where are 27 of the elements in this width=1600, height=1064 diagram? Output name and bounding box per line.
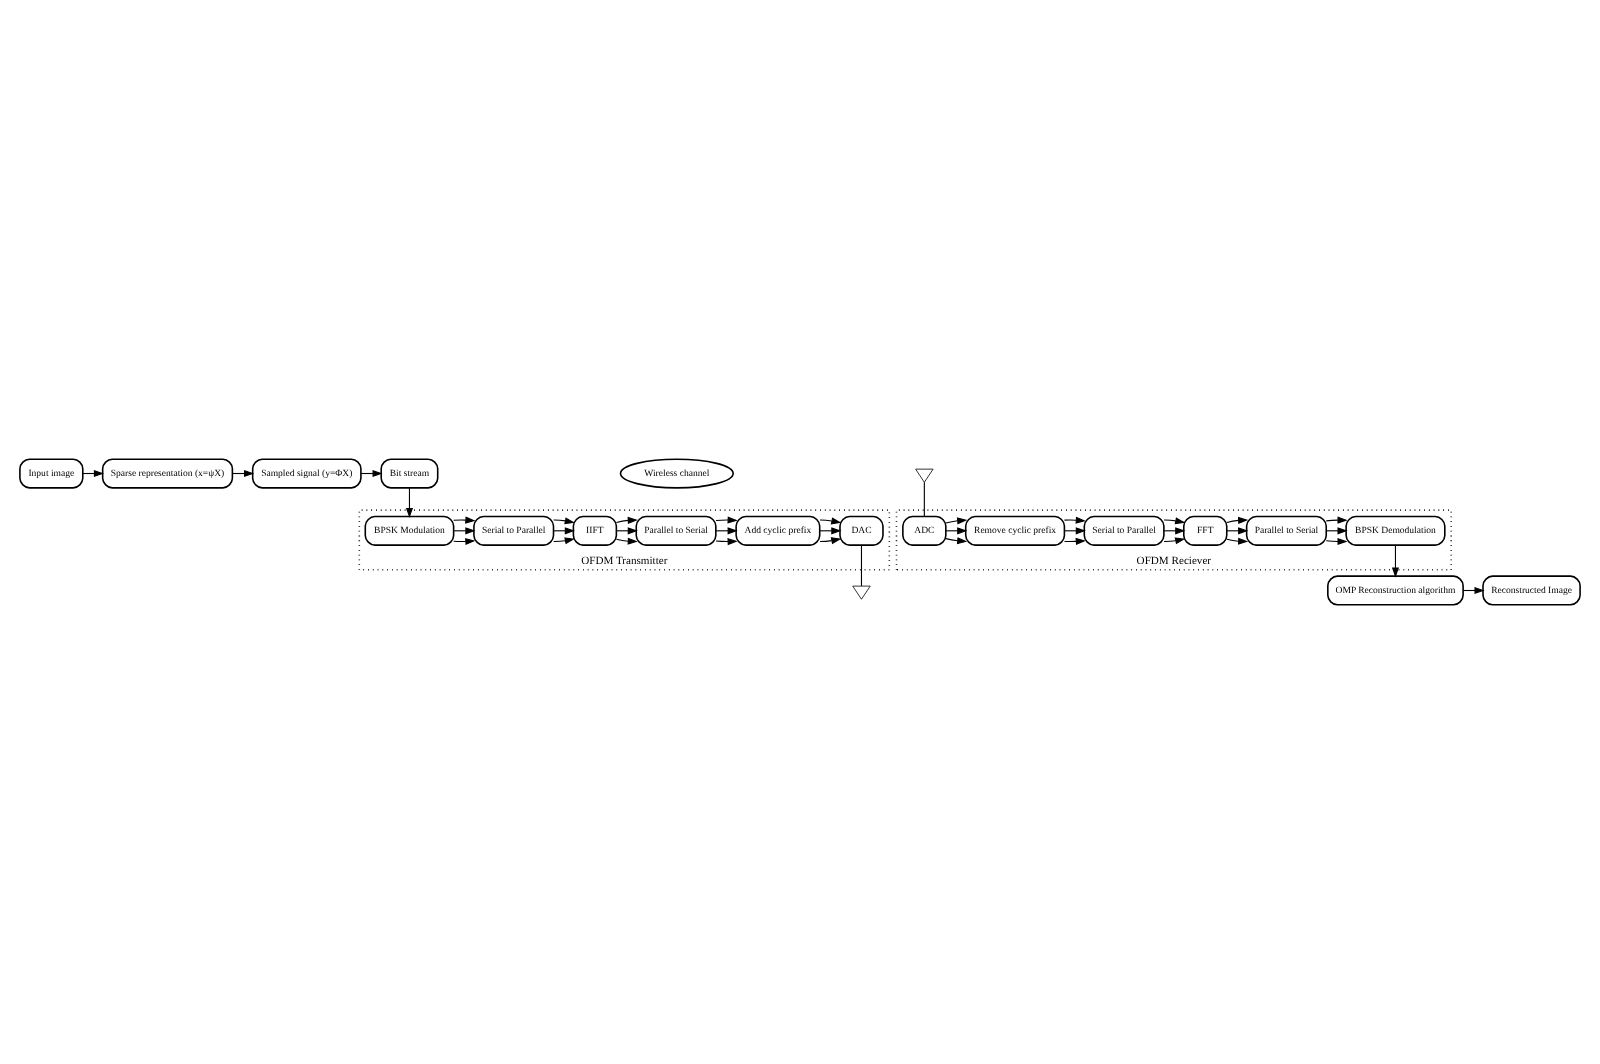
arrow	[1325, 516, 1348, 524]
arrow	[1391, 544, 1400, 578]
arrow	[615, 537, 638, 545]
arrow	[405, 487, 414, 519]
arrow	[1226, 516, 1249, 524]
arrow	[553, 517, 575, 525]
arrow	[945, 537, 968, 545]
arrow	[1163, 537, 1186, 545]
arrow	[715, 516, 738, 524]
arrow	[1063, 527, 1086, 535]
arrow	[1325, 537, 1348, 546]
arrow	[1226, 537, 1249, 545]
arrow	[715, 538, 738, 546]
node-triangle	[852, 585, 871, 600]
arrow	[1063, 516, 1086, 524]
arrow	[1063, 537, 1086, 545]
arrow	[945, 517, 968, 525]
connector	[860, 544, 863, 587]
arrow	[819, 537, 842, 545]
node-triangle	[915, 468, 934, 483]
arrow	[615, 516, 638, 524]
arrow	[819, 517, 842, 525]
arrow	[615, 527, 638, 535]
connector	[923, 481, 925, 517]
arrow	[553, 537, 575, 545]
arrow	[453, 516, 476, 524]
arrow	[1163, 517, 1186, 525]
